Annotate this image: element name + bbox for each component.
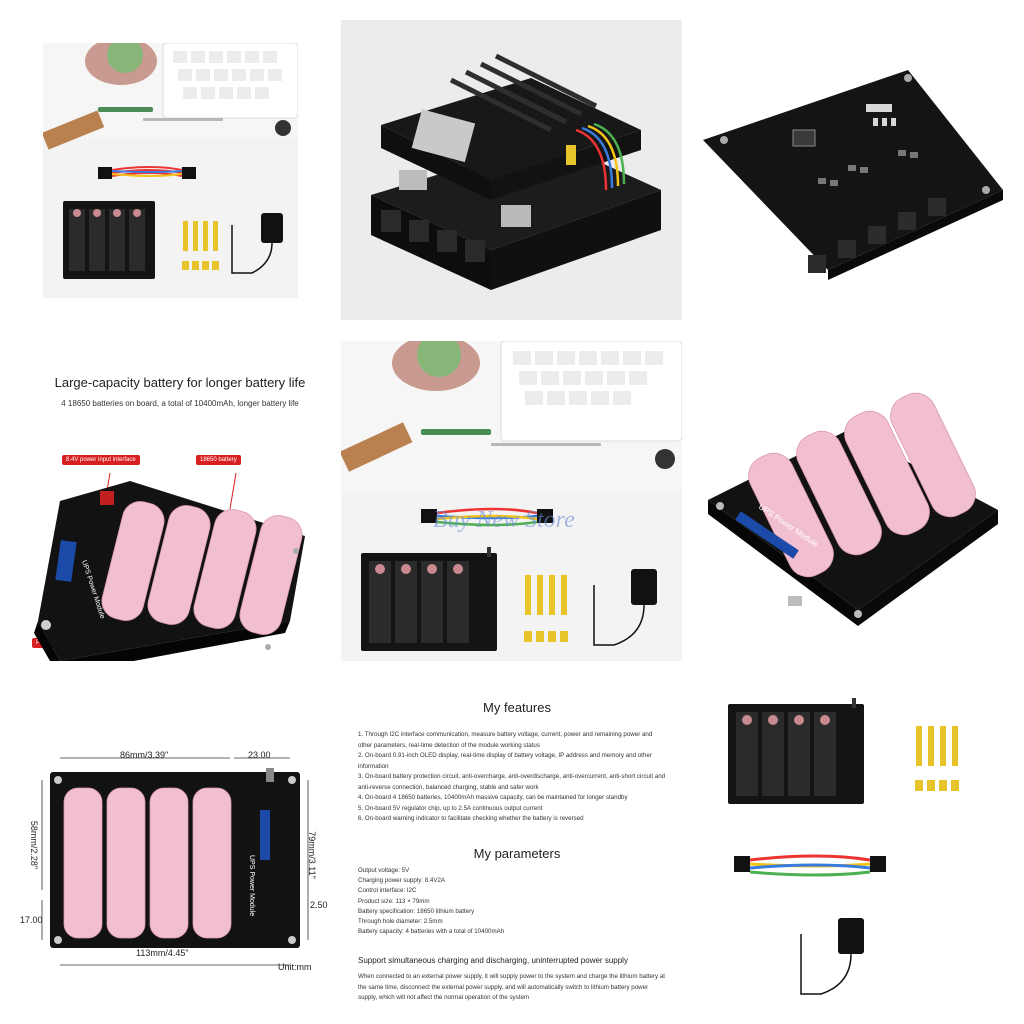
parameter-item: Control interface: I2C: [358, 887, 417, 895]
dimension-drawing: UPS Power Module: [41, 757, 309, 966]
features-parameters-panel: My features 1. Through I2C interface com…: [352, 692, 682, 1012]
kit-watermark-photo: Buy New Store: [341, 341, 682, 661]
dim-unit: Unit:mm: [278, 962, 312, 972]
feature-item: 6. On-board warning indicator to facilit…: [358, 815, 584, 822]
parameter-item: Battery capacity: 4 batteries with a tot…: [358, 928, 505, 936]
kit-watermark-illustration: [341, 341, 682, 651]
features-list: 1. Through I2C interface communication, …: [358, 730, 668, 825]
kit-desk-illustration: [43, 43, 298, 279]
feature-item: 5. On-board 5V regulator chip, up to 2.5…: [358, 804, 543, 812]
stacked-board-illustration: [371, 53, 661, 290]
support-title: Support simultaneous charging and discha…: [358, 956, 628, 965]
parameter-item: Through hole diameter: 2.5mm: [358, 918, 443, 926]
parameters-list: Output voltage: 5V Charging power supply…: [358, 866, 504, 937]
kit-components-illustration: [728, 698, 959, 995]
watermark-text: Buy New Store: [433, 507, 575, 533]
panel-subheading: 4 18650 batteries on board, a total of 1…: [61, 399, 299, 408]
stacked-board-photo: [341, 20, 682, 320]
dim-width-top: 86mm/3.39": [120, 750, 169, 760]
feature-item: 2. On-board 0.91-inch OLED display, real…: [358, 752, 652, 770]
parameters-title: My parameters: [473, 846, 561, 861]
support-text: When connected to an external power supp…: [358, 973, 666, 1001]
dim-width-bottom: 113mm/4.45": [136, 948, 189, 958]
product-kit-desk-photo: [43, 43, 298, 298]
features-title: My features: [483, 700, 551, 715]
panel-heading: Large-capacity battery for longer batter…: [54, 375, 306, 390]
callout-battery: 18650 battery: [196, 455, 241, 465]
parameter-item: Product size: 113 × 79mm: [358, 897, 430, 905]
dim-height-left: 58mm/2.28": [29, 820, 40, 870]
feature-item: 4. On-board 4 18650 batteries, 10400mAh …: [358, 794, 628, 801]
feature-item: 1. Through I2C interface communication, …: [358, 731, 653, 749]
dim-offset-left: 17.00: [20, 915, 43, 925]
feature-item: 3. On-board battery protection circuit, …: [358, 773, 666, 791]
board-label-dim: UPS Power Module: [248, 855, 255, 916]
board-bottom-illustration: [703, 70, 1003, 280]
board-bottom-photo: [698, 40, 1004, 300]
parameter-item: Charging power supply: 8.4V2A: [358, 877, 446, 885]
battery-board-angled-photo: UPS Power Module: [698, 390, 998, 670]
parameter-item: Output voltage: 5V: [358, 867, 410, 874]
battery-board-illustration: UPS Power Module: [34, 472, 305, 661]
callout-power-input: 8.4V power input interface: [62, 455, 140, 465]
dim-height-right: 79mm/3.11": [306, 831, 317, 879]
dim-width-right: 23.00: [248, 750, 271, 760]
battery-board-angled-illustration: UPS Power Module: [708, 392, 998, 626]
kit-components-photo: [700, 690, 1000, 1010]
dim-offset-right: 2.50: [310, 900, 328, 910]
parameter-item: Battery specification: 18650 lithium bat…: [358, 907, 475, 915]
dimension-drawing-panel: UPS Power Module 86mm/3.39" 23.00 58mm/2…: [20, 740, 340, 980]
battery-callout-panel: Large-capacity battery for longer batter…: [20, 341, 340, 661]
